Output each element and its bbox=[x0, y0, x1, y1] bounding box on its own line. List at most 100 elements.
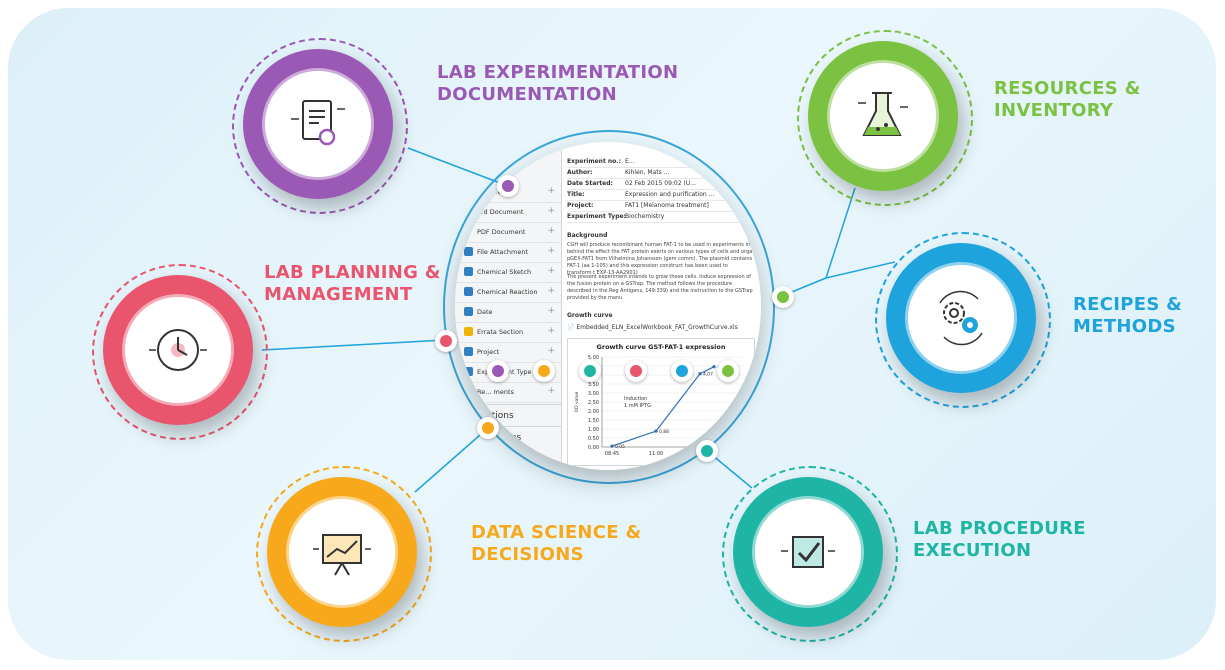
data-label: 0,88 bbox=[659, 429, 669, 435]
add-icon[interactable]: + bbox=[547, 226, 555, 236]
background-paragraph-2: The present experiment intends to grow t… bbox=[567, 274, 753, 301]
sidebar-item[interactable]: File Attachment+ bbox=[455, 242, 561, 263]
field-value: FAT1 [Melanoma treatment] bbox=[625, 202, 709, 209]
sidebar-item[interactable]: Chemical Reaction+ bbox=[455, 282, 561, 303]
series-line-extension bbox=[699, 366, 715, 375]
sidebar-item-icon bbox=[464, 247, 473, 256]
add-icon[interactable]: + bbox=[547, 186, 555, 196]
anchor-dot-planning bbox=[435, 330, 457, 352]
documentation-node[interactable] bbox=[243, 49, 393, 199]
legend-dot bbox=[625, 360, 647, 382]
field-label: Title: bbox=[567, 191, 585, 198]
documentation-dashed-ring bbox=[232, 38, 408, 214]
y-tick-label: 5.00 bbox=[588, 355, 599, 361]
legend-dot bbox=[487, 360, 509, 382]
field-row: Title: Expression and purification ... bbox=[567, 189, 747, 201]
resources-node[interactable] bbox=[808, 41, 958, 191]
data-point bbox=[654, 429, 658, 433]
planning-title-line2: MANAGEMENT bbox=[264, 284, 413, 305]
procedure-title-line1: LAB PROCEDURE bbox=[913, 518, 1086, 539]
field-value: Kihlen, Mats ... bbox=[625, 169, 670, 176]
y-tick-label: 1.50 bbox=[588, 418, 599, 424]
datascience-node[interactable] bbox=[267, 477, 417, 627]
sidebar-item-label: Errata Section bbox=[477, 328, 524, 336]
recipes-title-line1: RECIPES & bbox=[1073, 294, 1183, 315]
sidebar-item[interactable]: ord Document + bbox=[455, 202, 561, 223]
lab-flask-icon bbox=[858, 92, 908, 136]
documentation-title-line2: DOCUMENTATION bbox=[437, 84, 617, 105]
legend-dot bbox=[717, 360, 739, 382]
y-tick-label: 2.00 bbox=[588, 409, 599, 415]
sidebar-item[interactable]: Re... ments + bbox=[455, 382, 561, 403]
series-line bbox=[611, 373, 701, 447]
clock-icon bbox=[149, 329, 207, 371]
data-label: 0,05 bbox=[615, 444, 625, 450]
presentation-chart-icon bbox=[313, 534, 371, 576]
field-row: Date Started:02 Feb 2015 09:02 (U... bbox=[567, 178, 747, 190]
add-icon[interactable]: + bbox=[547, 306, 555, 316]
x-tick-label: 08:45 bbox=[605, 451, 619, 457]
recipes-node[interactable] bbox=[886, 243, 1036, 393]
x-tick-label: 11:00 bbox=[649, 451, 663, 457]
sidebar-section[interactable]: ed Sections bbox=[455, 426, 561, 449]
sidebar-item[interactable]: Workbook+ bbox=[455, 182, 561, 203]
sidebar-item[interactable]: Project + bbox=[455, 342, 561, 363]
add-icon[interactable]: + bbox=[547, 266, 555, 276]
sidebar-item-label: Re... ments bbox=[477, 388, 514, 396]
add-icon[interactable]: + bbox=[547, 206, 555, 216]
resources-title-line2: INVENTORY bbox=[994, 100, 1114, 121]
resources-dashed-ring bbox=[797, 30, 973, 206]
sidebar-item-label: Project bbox=[477, 348, 500, 356]
field-value: E... bbox=[625, 158, 635, 165]
add-icon[interactable]: + bbox=[547, 386, 555, 396]
planning-title: LAB PLANNING & MANAGEMENT bbox=[264, 262, 441, 306]
documentation-node-inner bbox=[265, 71, 371, 177]
embedded-file-name: Embedded_ELN_ExcelWorkbook_FAT_GrowthCur… bbox=[576, 324, 738, 331]
sidebar-item[interactable]: Errata Section + bbox=[455, 322, 561, 343]
planning-title-line1: LAB PLANNING & bbox=[264, 262, 441, 283]
growth-chart-plot: 0.000.501.001.502.002.503.003.504.004.50… bbox=[574, 355, 744, 464]
field-label: Project: bbox=[567, 202, 594, 209]
anchor-dot-documentation bbox=[497, 175, 519, 197]
data-point bbox=[610, 444, 614, 448]
gears-cycle-icon bbox=[939, 290, 983, 346]
add-icon[interactable]: + bbox=[547, 286, 555, 296]
procedure-node[interactable] bbox=[733, 477, 883, 627]
add-icon[interactable]: + bbox=[547, 346, 555, 356]
procedure-node-inner bbox=[755, 499, 861, 605]
add-icon[interactable]: + bbox=[547, 326, 555, 336]
sidebar-item-label: ord Document bbox=[477, 208, 524, 216]
sidebar-item-icon bbox=[464, 387, 473, 396]
anchor-dot-datascience bbox=[477, 417, 499, 439]
planning-dashed-ring bbox=[92, 264, 268, 440]
datascience-dashed-ring bbox=[256, 466, 432, 642]
embedded-file-link[interactable]: 📄 Embedded_ELN_ExcelWorkbook_FAT_GrowthC… bbox=[567, 324, 738, 331]
sidebar-item[interactable]: PDF Document+ bbox=[455, 222, 561, 243]
datascience-title: DATA SCIENCE & DECISIONS bbox=[471, 522, 641, 566]
resources-title-line1: RESOURCES & bbox=[994, 78, 1141, 99]
legend-dot bbox=[671, 360, 693, 382]
resources-node-inner bbox=[830, 63, 936, 169]
field-value: Expression and purification ... bbox=[625, 191, 715, 198]
documentation-title: LAB EXPERIMENTATION DOCUMENTATION bbox=[437, 62, 678, 106]
sidebar-item-icon bbox=[464, 287, 473, 296]
planning-node[interactable] bbox=[103, 275, 253, 425]
documentation-title-line1: LAB EXPERIMENTATION bbox=[437, 62, 679, 83]
sidebar-item[interactable]: Date + bbox=[455, 302, 561, 323]
field-row: Project: FAT1 [Melanoma treatment] bbox=[567, 200, 747, 212]
anchor-dot-procedure bbox=[696, 440, 718, 462]
sidebar-section[interactable]: r Sections bbox=[455, 404, 561, 427]
connector-planning bbox=[261, 339, 446, 351]
add-icon[interactable]: + bbox=[547, 246, 555, 256]
legend-dot bbox=[533, 360, 555, 382]
procedure-dashed-ring bbox=[722, 466, 898, 642]
sidebar-item-icon bbox=[464, 347, 473, 356]
sidebar-item[interactable]: Chemical Sketch+ bbox=[455, 262, 561, 283]
sidebar-item-icon bbox=[464, 327, 473, 336]
annotation-line2: 1 mM IPTG bbox=[624, 403, 651, 409]
field-label: Author: bbox=[567, 169, 593, 176]
field-label: Experiment Type: bbox=[567, 213, 626, 220]
sidebar-item-label: Date bbox=[477, 308, 493, 316]
annotation-line1: Induction bbox=[624, 396, 647, 402]
